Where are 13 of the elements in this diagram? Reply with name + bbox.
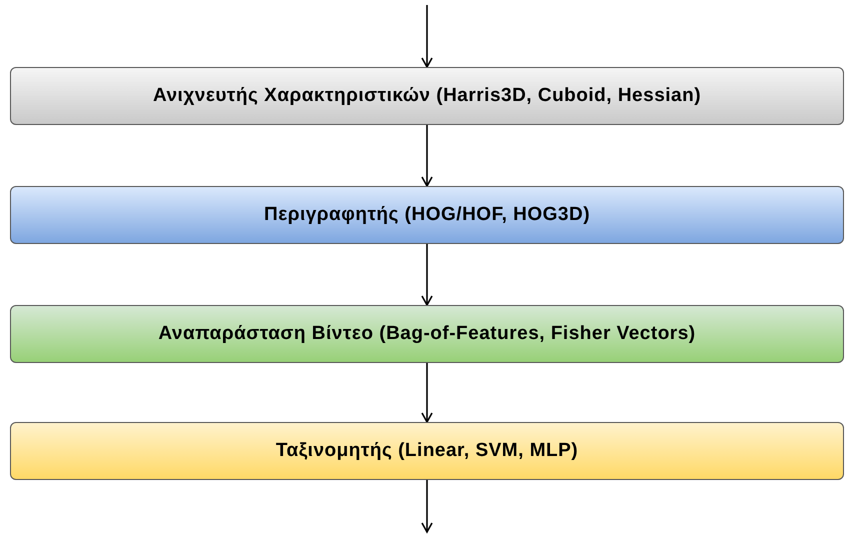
- arrow: [421, 480, 433, 533]
- box-label: Περιγραφητής (HOG/HOF, HOG3D): [264, 202, 590, 227]
- arrow: [421, 363, 433, 423]
- box-label: Ταξινομητής (Linear, SVM, MLP): [276, 438, 578, 463]
- arrow: [421, 244, 433, 306]
- process-box: [10, 305, 844, 363]
- process-box: [10, 186, 844, 244]
- box-label: Αναπαράσταση Βίντεο (Bag-of-Features, Fisher Vectors): [158, 322, 696, 346]
- process-box: [10, 67, 844, 125]
- arrow: [421, 125, 433, 187]
- process-box: [10, 422, 844, 480]
- arrow: [421, 5, 433, 68]
- box-label: Ανιχνευτής Χαρακτηριστικών (Harris3D, Cuboid, Hessian): [152, 84, 702, 108]
